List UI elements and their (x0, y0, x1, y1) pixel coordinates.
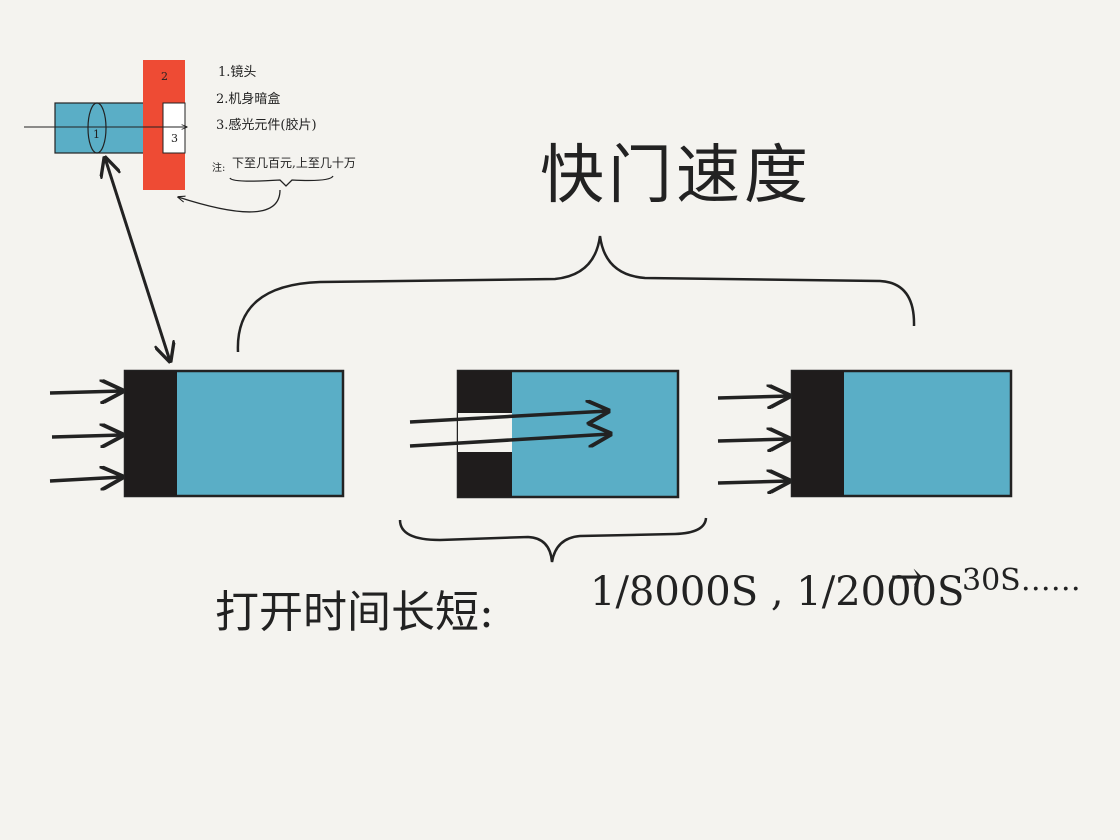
shutter-curtain-bottom (458, 452, 512, 497)
bottom-curly-brace-icon (398, 517, 708, 563)
note-underline-brace-icon (229, 175, 334, 187)
light-arrow-icon (717, 439, 789, 441)
caption: 打开时间长短: 1/8000S , 1/2000S → 30S…… (215, 554, 1081, 638)
shutter-curtain (125, 371, 177, 496)
shutter-panel-open (409, 369, 680, 499)
sensor-number: 3 (171, 132, 178, 145)
legend-item-sensor: 3.感光元件(胶片) (216, 117, 317, 133)
light-arrow-icon (51, 435, 122, 437)
shutter-panel-closed (49, 369, 345, 498)
shutter-curtain-top (458, 371, 512, 413)
light-arrow-icon (409, 434, 610, 448)
shutter-panel-closed-after (717, 369, 1013, 498)
body-number: 2 (161, 70, 168, 83)
lens-element-icon (87, 102, 107, 154)
caption-prefix: 打开时间长短: (215, 587, 494, 638)
sensor-box (162, 102, 186, 154)
legend-item-body: 2.机身暗盒 (216, 91, 280, 107)
lens-body (54, 102, 146, 154)
caption-tail: 30S…… (962, 563, 1081, 598)
title: 快门速度 (540, 139, 812, 213)
light-arrow-icon (717, 396, 789, 398)
light-arrow-icon (717, 481, 789, 483)
top-curly-brace-icon (236, 235, 916, 353)
legend: 1.镜头 2.机身暗盒 3.感光元件(胶片) 注: 下至几百元,上至几十万 (178, 65, 356, 213)
lens-number: 1 (93, 128, 100, 141)
note-pointer-arrow-icon (178, 189, 281, 213)
light-arrow-icon (49, 391, 122, 393)
caption-values: 1/8000S , 1/2000S (590, 569, 964, 615)
legend-item-lens: 1.镜头 (218, 65, 256, 80)
shutter-curtain (792, 371, 844, 496)
light-arrow-icon (409, 411, 608, 422)
caption-arrow: → (890, 554, 924, 600)
legend-note-text: 下至几百元,上至几十万 (232, 156, 356, 170)
lens-connector-arrow-icon (105, 158, 170, 361)
camera-schematic: 1 2 3 (24, 60, 187, 190)
light-arrow-icon (49, 477, 122, 481)
legend-note-prefix: 注: (212, 161, 225, 174)
